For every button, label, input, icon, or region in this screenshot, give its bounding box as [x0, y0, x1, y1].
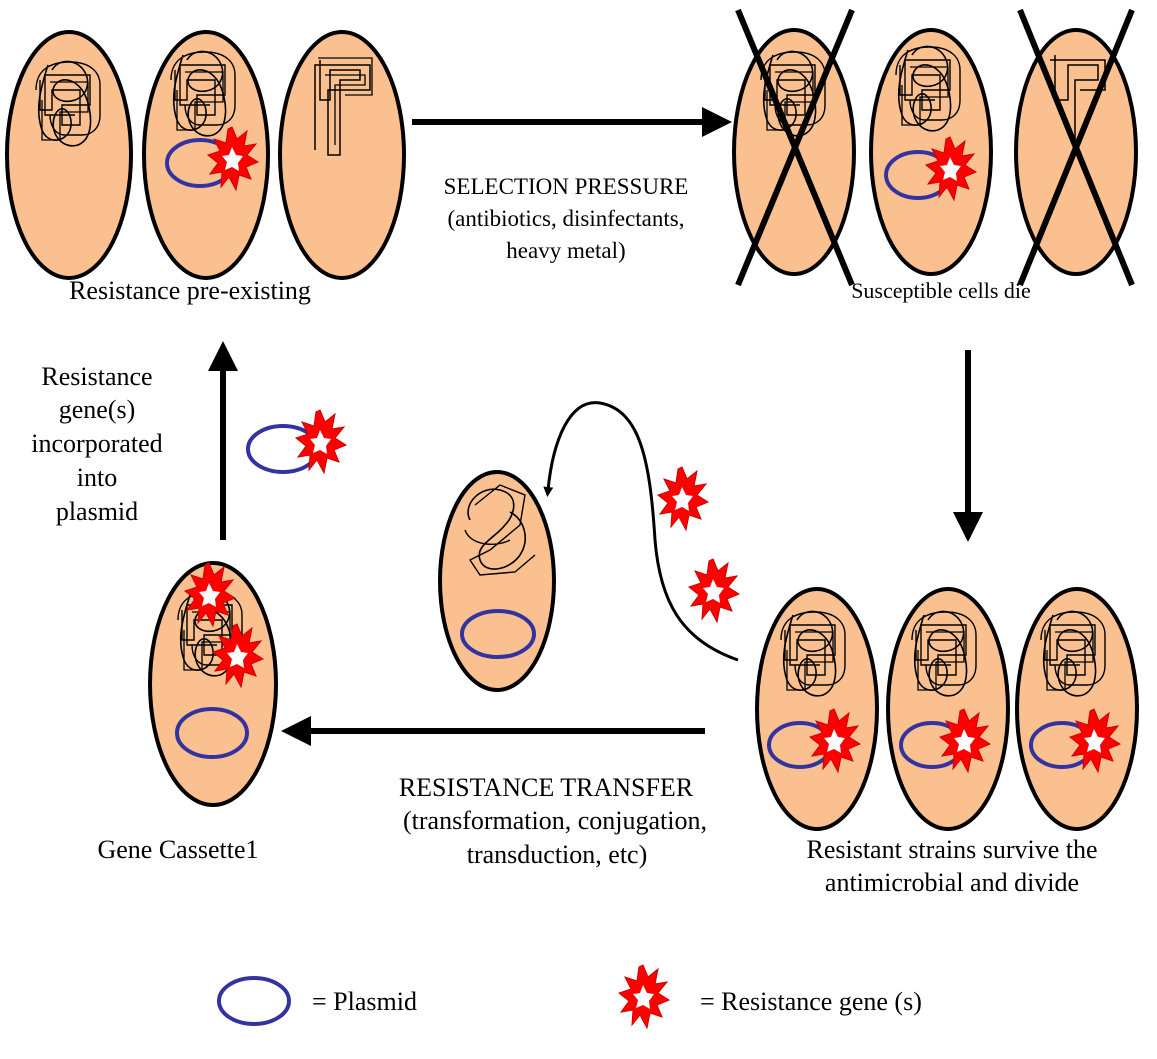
legend-gene-label: = Resistance gene (s): [700, 987, 922, 1016]
legend: = Plasmid = Resistance gene (s): [219, 965, 922, 1028]
gene-cassette-cell: [150, 563, 276, 805]
label-selection-pressure-line1: SELECTION PRESSURE: [444, 174, 689, 199]
bacterial-cell-with-plasmid: [871, 30, 991, 274]
label-incorporated-line3: incorporated: [31, 429, 162, 458]
label-incorporated-line2: gene(s): [59, 395, 136, 424]
resistant-cells-group: [757, 589, 1137, 829]
bacterial-cell-with-plasmid: [1017, 589, 1137, 829]
label-selection-pressure-line2: (antibiotics, disinfectants,: [448, 206, 685, 231]
pre-existing-cells-group: [7, 32, 404, 278]
label-resistance-pre-existing: Resistance pre-existing: [69, 276, 311, 305]
label-selection-pressure-line3: heavy metal): [506, 238, 625, 263]
bacterial-cell-with-plasmid: [757, 589, 877, 829]
susceptible-cells-group: [734, 10, 1136, 285]
bacterial-cell-with-plasmid: [888, 589, 1008, 829]
label-resistant-survive-line2: antimicrobial and divide: [825, 868, 1079, 897]
dead-bacterial-cell: [1016, 10, 1136, 285]
label-resistance-transfer-line1: RESISTANCE TRANSFER: [399, 773, 694, 802]
starburst-gene-icon: [658, 467, 708, 530]
bacterial-cell-with-plasmid: [144, 32, 268, 278]
label-incorporated-line5: plasmid: [56, 497, 138, 526]
label-incorporated-line1: Resistance: [41, 362, 152, 391]
label-resistance-transfer-line2: (transformation, conjugation,: [403, 806, 707, 835]
label-resistance-transfer-line3: transduction, etc): [467, 840, 648, 869]
starburst-gene-icon: [689, 559, 739, 622]
recipient-cell: [440, 472, 554, 690]
label-resistant-survive-line1: Resistant strains survive the: [806, 835, 1097, 864]
dead-bacterial-cell: [734, 10, 854, 285]
starburst-gene-icon: [296, 410, 346, 473]
legend-gene-icon: [619, 965, 669, 1028]
legend-plasmid-icon: [219, 978, 289, 1024]
label-incorporated-line4: into: [77, 463, 117, 492]
bacterial-cell: [280, 32, 404, 278]
bacterial-cell: [7, 32, 131, 278]
curved-transfer-arrow: [548, 403, 738, 660]
legend-plasmid-label: = Plasmid: [312, 987, 417, 1016]
label-susceptible-cells-die: Susceptible cells die: [851, 278, 1031, 303]
label-gene-cassette: Gene Cassette1: [97, 835, 258, 864]
